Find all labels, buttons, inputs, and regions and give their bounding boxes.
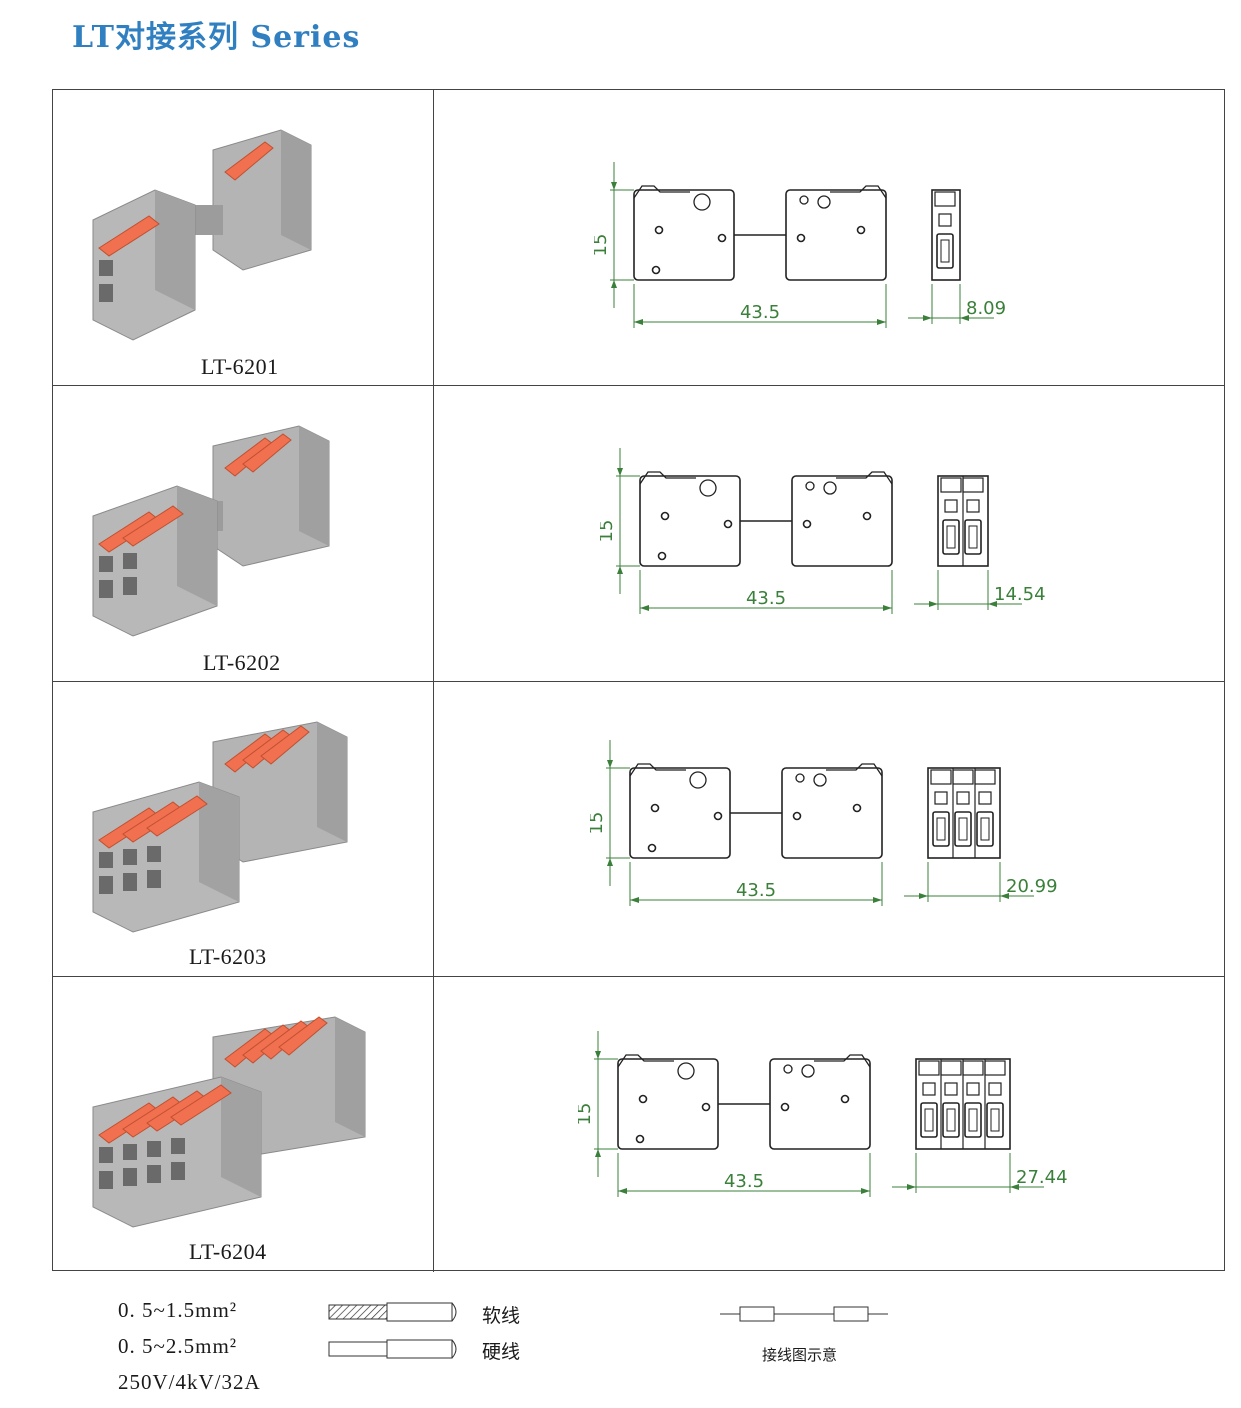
product-row: LT-6204 15 43.5 27.44 — [53, 976, 1224, 1272]
dimension-drawing: 15 43.5 8.09 — [594, 162, 1006, 328]
wire-entry-icon — [147, 870, 161, 888]
wire-entry-icon — [99, 260, 113, 276]
spec-rating: 250V/4kV/32A — [118, 1370, 261, 1394]
dimension-drawing-cell: 15 43.5 14.54 — [434, 386, 1224, 681]
wire-entry-icon — [171, 1162, 185, 1180]
product-photo-cell: LT-6203 — [53, 682, 434, 976]
wire-symbols — [328, 1302, 457, 1359]
length-dimension: 43.5 — [736, 880, 776, 901]
lever-icon — [98, 215, 160, 257]
dimension-drawing: 15 43.5 27.44 — [578, 1031, 1068, 1197]
technical-drawing: 15 43.5 27.44 — [578, 1031, 1068, 1197]
wire-entry-icon — [99, 580, 113, 598]
lever-icon — [146, 795, 208, 837]
connector-image — [92, 721, 348, 933]
width-dimension: 27.44 — [1016, 1167, 1068, 1188]
length-dimension: 43.5 — [746, 588, 786, 609]
dimension-drawing: 15 43.5 14.54 — [600, 448, 1046, 614]
width-dimension: 20.99 — [1006, 876, 1058, 897]
connector-image — [92, 425, 330, 637]
lever-icon — [170, 1084, 232, 1126]
dimension-drawing-cell: 15 43.5 8.09 — [434, 90, 1224, 385]
height-dimension: 15 — [594, 234, 611, 257]
width-dimension: 8.09 — [966, 298, 1006, 319]
connector-photo — [92, 425, 330, 637]
technical-drawing: 15 43.5 14.54 — [600, 448, 1046, 614]
model-number: LT-6202 — [203, 650, 281, 675]
wire-entry-icon — [147, 846, 161, 862]
wire-entry-icon — [99, 284, 113, 302]
wire-entry-icon — [99, 556, 113, 572]
technical-drawing: 15 43.5 20.99 — [590, 740, 1058, 906]
product-row: LT-6202 15 43.5 14.54 — [53, 385, 1224, 681]
wire-entry-icon — [99, 876, 113, 894]
wire-entry-icon — [123, 873, 137, 891]
wire-entry-icon — [147, 1165, 161, 1183]
height-dimension: 15 — [600, 520, 617, 543]
wire-entry-icon — [147, 1141, 161, 1157]
height-dimension: 15 — [590, 812, 607, 835]
lever-icon — [122, 505, 184, 547]
wire-entry-icon — [123, 849, 137, 865]
dimension-drawing-cell: 15 43.5 27.44 — [434, 977, 1224, 1272]
wire-entry-icon — [123, 553, 137, 569]
technical-drawing: 15 43.5 8.09 — [594, 162, 1006, 328]
dimension-drawing: 15 43.5 20.99 — [590, 740, 1058, 906]
length-dimension: 43.5 — [724, 1171, 764, 1192]
product-photo-cell: LT-6201 — [53, 90, 434, 385]
lever-icon — [278, 1016, 328, 1056]
wire-entry-icon — [123, 577, 137, 595]
product-row: LT-6203 15 43.5 20.99 — [53, 681, 1224, 976]
product-row: LT-6201 15 43.5 8.09 — [53, 90, 1224, 385]
wire-entry-icon — [99, 852, 113, 868]
wire-entry-icon — [123, 1168, 137, 1186]
spec-soft-wire: 0. 5~1.5mm² — [118, 1298, 238, 1322]
product-photo-cell: LT-6202 — [53, 386, 434, 681]
width-dimension: 14.54 — [994, 584, 1046, 605]
wire-entry-icon — [171, 1138, 185, 1154]
wire-entry-icon — [99, 1171, 113, 1189]
product-photo-cell: LT-6204 — [53, 977, 434, 1272]
lever-icon — [260, 725, 310, 765]
soft-wire-icon — [328, 1302, 457, 1322]
wiring-diagram-icon — [720, 1306, 888, 1322]
model-number: LT-6204 — [189, 1239, 267, 1264]
height-dimension: 15 — [578, 1103, 595, 1126]
spec-hard-wire: 0. 5~2.5mm² — [118, 1334, 238, 1358]
hard-wire-icon — [328, 1339, 457, 1359]
lever-icon — [242, 433, 292, 473]
hard-wire-label: 硬线 — [482, 1341, 521, 1363]
page-title: LT对接系列 Series — [72, 20, 361, 55]
connector-image — [92, 129, 312, 341]
connector-photo — [92, 721, 348, 933]
connector-photo — [92, 1016, 366, 1228]
lever-icon — [224, 141, 274, 181]
model-number: LT-6201 — [201, 354, 279, 379]
soft-wire-label: 软线 — [482, 1305, 521, 1327]
dimension-drawing-cell: 15 43.5 20.99 — [434, 682, 1224, 976]
wiring-diagram-label: 接线图示意 — [762, 1346, 838, 1364]
connector-image — [92, 1016, 366, 1228]
model-number: LT-6203 — [189, 944, 267, 969]
wire-entry-icon — [123, 1144, 137, 1160]
connector-photo — [92, 129, 312, 341]
length-dimension: 43.5 — [740, 302, 780, 323]
wire-entry-icon — [99, 1147, 113, 1163]
